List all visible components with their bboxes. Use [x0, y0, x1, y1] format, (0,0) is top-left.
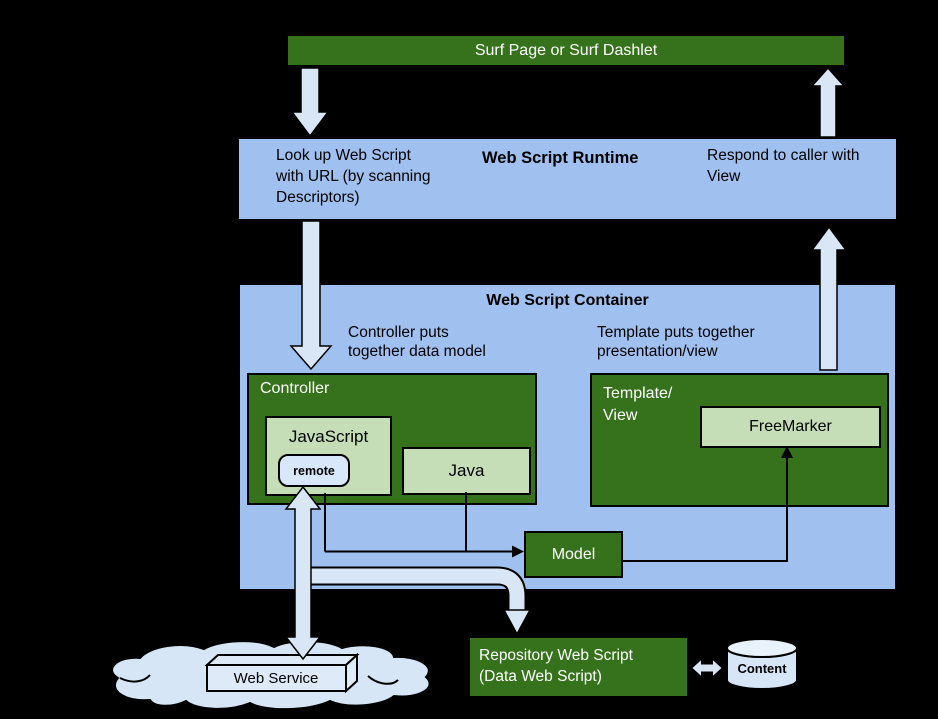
repository-web-script-box: Repository Web Script (Data Web Script)	[469, 637, 688, 697]
surf-page-box: Surf Page or Surf Dashlet	[287, 35, 845, 66]
controller-box: Controller JavaScript remote Java	[247, 373, 537, 505]
java-label: Java	[448, 461, 485, 480]
controller-label: Controller	[260, 380, 330, 397]
container-title: Web Script Container	[486, 292, 649, 309]
java-box: Java	[402, 447, 531, 495]
web-script-container-panel: Web Script Container Controller puts tog…	[238, 283, 897, 591]
surf-page-label: Surf Page or Surf Dashlet	[474, 41, 658, 59]
content-label: Content	[737, 661, 787, 676]
javascript-box: JavaScript remote	[265, 416, 392, 496]
template-note: Template puts together presentation/view	[597, 324, 755, 360]
content-cylinder-top	[726, 638, 798, 658]
web-service-box-top	[204, 654, 360, 666]
web-service-label: Web Service	[234, 670, 319, 687]
cloud-seam-left	[119, 674, 151, 683]
template-view-label: Template/ View	[603, 385, 673, 424]
repository-label-line1: Repository Web Script	[479, 647, 633, 664]
javascript-label: JavaScript	[288, 427, 369, 446]
model-label: Model	[551, 545, 596, 563]
web-service-box-front	[206, 664, 347, 692]
web-script-runtime-panel: Look up Web Script with URL (by scanning…	[238, 138, 897, 220]
arrow-surf-to-runtime	[290, 67, 330, 138]
arrow-repository-content	[689, 655, 725, 681]
repository-label-line2: (Data Web Script)	[479, 668, 602, 685]
template-view-box: Template/ View FreeMarker	[590, 373, 889, 507]
remote-label: remote	[293, 463, 335, 478]
controller-note: Controller puts together data model	[348, 324, 486, 360]
arrow-runtime-to-surf	[810, 66, 846, 138]
respond-note: Respond to caller with View	[707, 147, 860, 185]
cloud-seam-right	[367, 675, 399, 685]
model-box: Model	[524, 531, 623, 578]
remote-box: remote	[278, 454, 350, 487]
arrow-to-repository-head	[502, 609, 532, 636]
freemarker-label: FreeMarker	[749, 418, 832, 435]
cloud-shape	[111, 640, 431, 711]
content-cylinder-body	[726, 647, 798, 690]
runtime-title: Web Script Runtime	[482, 149, 639, 167]
freemarker-box: FreeMarker	[700, 406, 881, 448]
lookup-note: Look up Web Script with URL (by scanning…	[276, 147, 431, 206]
web-service-box-side	[345, 652, 358, 694]
